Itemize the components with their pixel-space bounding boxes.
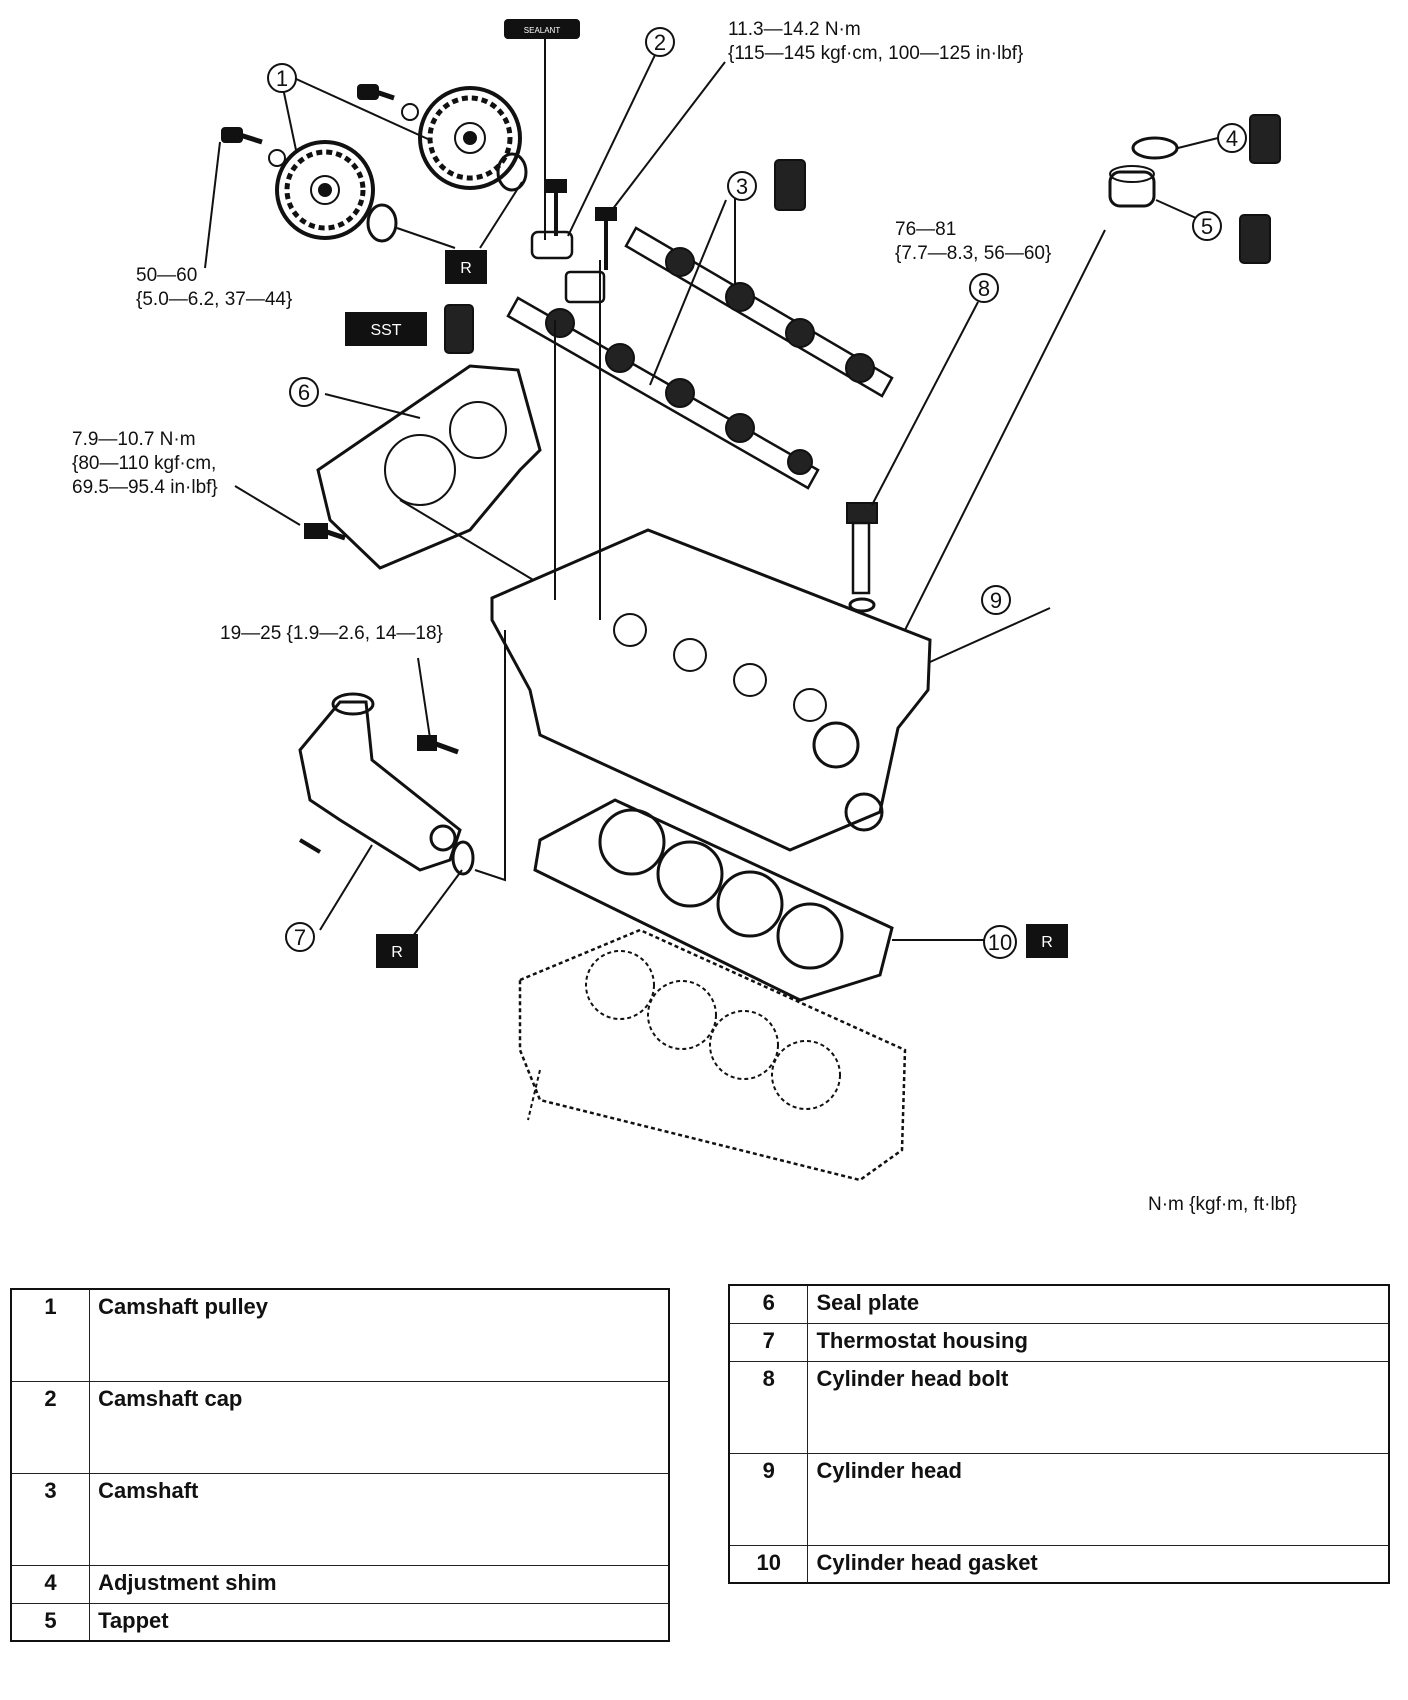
svg-text:10: 10 <box>988 930 1012 955</box>
seal-plate <box>234 364 551 591</box>
callout-9: 9 <box>981 585 1011 615</box>
torque-seal-plate: 7.9—10.7 N·m {80—110 kgf·cm, 69.5—95.4 i… <box>72 429 218 498</box>
legend-table-left: 1 Camshaft pulley 2 Camshaft cap 3 Camsh… <box>10 1288 670 1642</box>
sealant-label: SEALANT <box>524 26 561 35</box>
replace-tag-thermostat: R <box>376 934 418 968</box>
callout-8: 8 <box>969 273 999 303</box>
svg-text:5: 5 <box>1201 214 1213 239</box>
oil-seals <box>366 152 528 243</box>
callout-4: 4 <box>1217 123 1247 153</box>
legend-row: 2 Camshaft cap <box>10 1380 670 1474</box>
torque-head-bolt: 76—81 {7.7—8.3, 56—60} <box>895 219 1052 264</box>
svg-text:7: 7 <box>294 925 306 950</box>
svg-text:R: R <box>460 260 472 277</box>
torque-thermostat: 19—25 {1.9—2.6, 14—18} <box>220 623 443 644</box>
svg-text:4: 4 <box>1226 126 1238 151</box>
cylinder-block <box>518 928 907 1182</box>
legend-table-right: 6 Seal plate 7 Thermostat housing 8 Cyli… <box>728 1284 1390 1584</box>
replace-tag-gasket: R <box>1026 924 1068 958</box>
svg-text:9: 9 <box>990 588 1002 613</box>
camshaft-caps <box>530 179 617 304</box>
torque-pulley-bolt: 50—60 {5.0—6.2, 37—44} <box>136 265 293 310</box>
camshaft-intake <box>506 296 820 490</box>
svg-text:R: R <box>391 944 403 961</box>
sst-tag: SST <box>345 312 427 346</box>
tappet <box>879 165 1206 681</box>
cylinder-head-gasket <box>533 798 984 1002</box>
svg-text:2: 2 <box>654 30 666 55</box>
adjustment-shim <box>1131 136 1219 160</box>
legend-row: 8 Cylinder head bolt <box>728 1360 1390 1454</box>
callout-6: 6 <box>289 377 319 407</box>
callout-10: 10 <box>983 925 1017 959</box>
svg-text:8: 8 <box>978 276 990 301</box>
callout-1: 1 <box>267 63 297 93</box>
units-note: N·m {kgf·m, ft·lbf} <box>1148 1194 1297 1215</box>
svg-text:6: 6 <box>298 380 310 405</box>
svg-text:R: R <box>1041 934 1053 951</box>
camshaft-exhaust <box>624 226 895 398</box>
thermostat-housing <box>298 630 506 941</box>
replace-tag-seal: R <box>445 250 487 284</box>
cylinder-head <box>490 260 1051 852</box>
cylinder-head-bolt <box>846 301 979 613</box>
svg-text:SST: SST <box>370 322 401 339</box>
legend-row: 3 Camshaft <box>10 1472 670 1566</box>
legend-row: 5 Tappet <box>10 1602 670 1642</box>
legend-row: 4 Adjustment shim <box>10 1564 670 1604</box>
callout-7: 7 <box>285 922 315 952</box>
legend-row: 7 Thermostat housing <box>728 1322 1390 1362</box>
legend-row: 6 Seal plate <box>728 1284 1390 1324</box>
callout-3: 3 <box>727 171 757 201</box>
tool-icons <box>444 114 1281 354</box>
camshaft-pulley-front <box>275 140 375 240</box>
svg-text:3: 3 <box>736 174 748 199</box>
legend-row: 10 Cylinder head gasket <box>728 1544 1390 1584</box>
exploded-diagram: R R R SST SEALANT 1 2 3 4 5 6 7 8 9 10 <box>204 19 1281 1182</box>
torque-camshaft-cap: 11.3—14.2 N·m {115—145 kgf·cm, 100—125 i… <box>728 19 1024 64</box>
svg-text:1: 1 <box>276 66 288 91</box>
callout-5: 5 <box>1192 211 1222 241</box>
pulley-bolts <box>221 84 419 167</box>
legend-row: 1 Camshaft pulley <box>10 1288 670 1382</box>
callout-2: 2 <box>645 27 675 57</box>
camshaft-pulley-rear <box>418 86 522 190</box>
legend-row: 9 Cylinder head <box>728 1452 1390 1546</box>
sealant-tube <box>504 19 580 240</box>
